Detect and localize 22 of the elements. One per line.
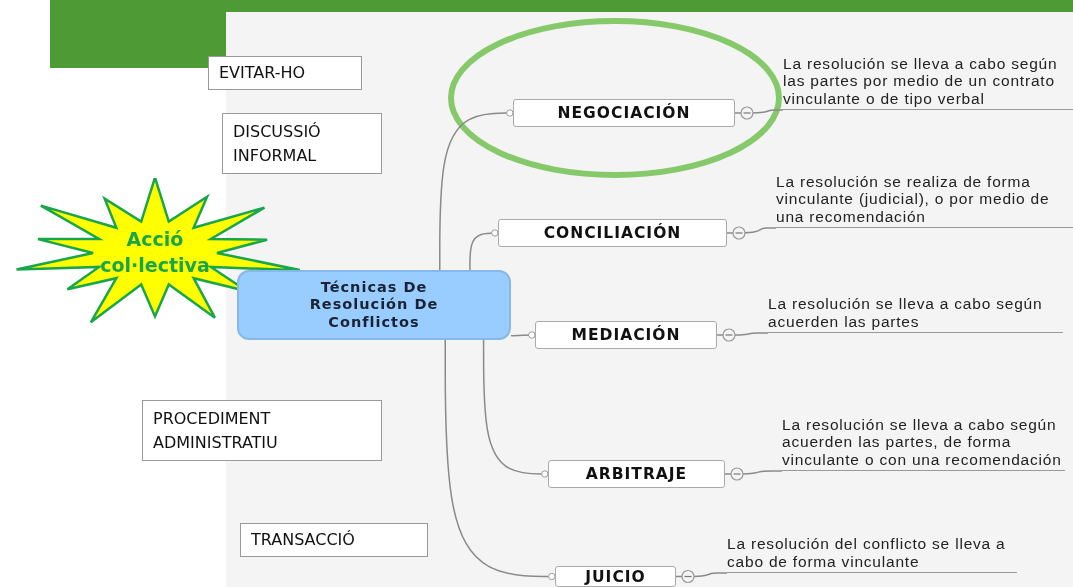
- text-box: PROCEDIMENT ADMINISTRATIU: [142, 400, 382, 461]
- branch-topic-box: NEGOCIACIÓN: [513, 99, 735, 127]
- branch-topic-box: JUICIO: [555, 566, 676, 587]
- connector-line: [439, 109, 514, 271]
- connector-line: [444, 339, 556, 581]
- branch-topic-box: ARBITRAJE: [548, 460, 725, 488]
- starburst-label: Acció col·lectiva: [99, 227, 211, 278]
- text-box: EVITAR-HO: [208, 56, 362, 90]
- branch-topic-box: MEDIACIÓN: [535, 321, 717, 349]
- connector-line: [469, 229, 499, 271]
- description-text: La resolución se lleva a cabo según acuerden las partes: [768, 277, 1063, 333]
- description-text: La resolución del conflicto se lleva a cabo de forma vinculante: [727, 516, 1017, 573]
- connector-line: [724, 470, 783, 475]
- description-text: La resolución se lleva a cabo según las partes por medio de un contrato vinculante o de tipo verbal: [783, 16, 1073, 110]
- text-box: DISCUSSIÓ INFORMAL: [222, 113, 382, 174]
- central-topic-box: Técnicas De Resolución De Conflictos: [237, 270, 511, 340]
- connector-line: [482, 339, 549, 478]
- connector-line: [510, 331, 536, 339]
- branch-topic-box: CONCILIACIÓN: [498, 219, 727, 247]
- text-box: TRANSACCIÓ: [240, 523, 428, 557]
- description-text: La resolución se realiza de forma vinculante (judicial), o por medio de una recomendación: [776, 156, 1073, 228]
- description-text: La resolución se lleva a cabo según acuerden las partes, de forma vinculante o con una recomendación: [782, 377, 1065, 471]
